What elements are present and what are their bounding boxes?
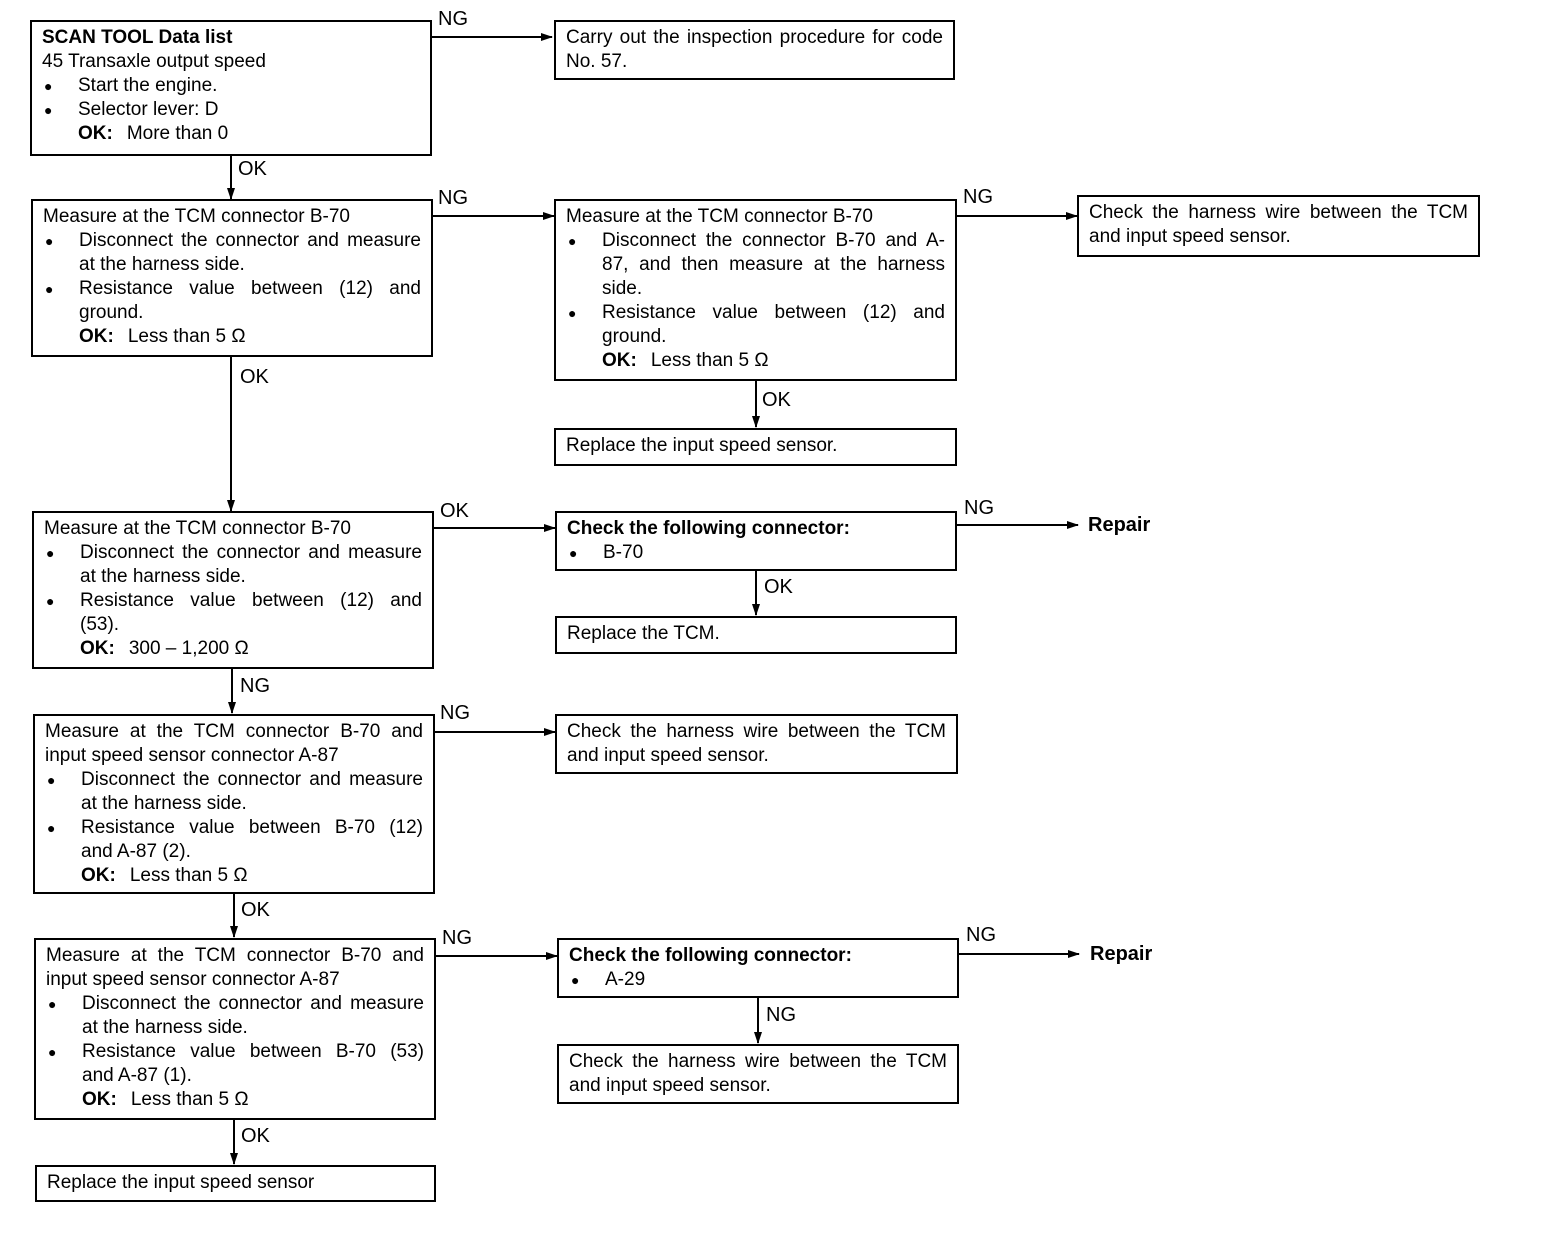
label-ok: OK xyxy=(440,500,469,522)
label-ok: OK xyxy=(241,899,270,921)
tcm-ground-step-box: Measure at the TCM connector B-70 Discon… xyxy=(31,199,433,357)
bullet-item: A-29 xyxy=(569,968,947,992)
ok-prefix: OK: xyxy=(78,123,113,144)
bullet-item: Disconnect the connector and measure at … xyxy=(43,229,421,277)
ok-value: Less than 5 Ω xyxy=(650,350,769,371)
tcm-sensor-ground-step-box: Measure at the TCM connector B-70 Discon… xyxy=(554,199,957,381)
step-title: SCAN TOOL Data list xyxy=(42,27,233,48)
step-line: 45 Transaxle output speed xyxy=(42,51,266,72)
ok-criterion: OK: More than 0 xyxy=(42,122,420,146)
ok-prefix: OK: xyxy=(80,638,115,659)
result-text: Replace the input speed sensor. xyxy=(566,435,838,456)
harness-check-box: Check the harness wire between the TCM a… xyxy=(1077,195,1480,257)
tcm-sensor-12-step-box: Measure at the TCM connector B-70 and in… xyxy=(33,714,435,894)
bullet-item: Disconnect the connector and measure at … xyxy=(46,992,424,1040)
connector-check-box: Check the following connector: A-29 xyxy=(557,938,959,998)
label-ok: OK xyxy=(241,1125,270,1147)
harness-check-box: Check the harness wire between the TCM a… xyxy=(555,714,958,774)
label-ng: NG xyxy=(442,927,472,949)
step-title: Measure at the TCM connector B-70 and in… xyxy=(46,945,424,990)
ok-value: Less than 5 Ω xyxy=(130,1089,249,1110)
bullet-item: Resistance value between B-70 (53) and A… xyxy=(46,1040,424,1088)
bullet-item: Start the engine. xyxy=(42,74,420,98)
step-title: Measure at the TCM connector B-70 and in… xyxy=(45,721,423,766)
ok-prefix: OK: xyxy=(81,865,116,886)
bullet-item: Resistance value between (12) and ground… xyxy=(43,277,421,325)
ok-value: 300 – 1,200 Ω xyxy=(128,638,249,659)
label-ok: OK xyxy=(762,389,791,411)
step-title: Check the following connector: xyxy=(567,518,850,539)
ok-criterion: OK: Less than 5 Ω xyxy=(43,325,421,349)
bullet-item: Selector lever: D xyxy=(42,98,420,122)
tcm-sensor-53-step-box: Measure at the TCM connector B-70 and in… xyxy=(34,938,436,1120)
label-ng: NG xyxy=(240,675,270,697)
replace-tcm-box: Replace the TCM. xyxy=(555,616,957,654)
replace-sensor-box: Replace the input speed sensor. xyxy=(554,428,957,466)
label-ng: NG xyxy=(766,1004,796,1026)
bullet-item: Disconnect the connector B-70 and A-87, … xyxy=(566,229,945,301)
repair-label: Repair xyxy=(1090,943,1153,965)
ok-criterion: OK: Less than 5 Ω xyxy=(45,864,423,888)
scan-tool-step-box: SCAN TOOL Data list 45 Transaxle output … xyxy=(30,20,432,156)
bullet-item: B-70 xyxy=(567,541,945,565)
ok-prefix: OK: xyxy=(602,350,637,371)
result-text: Check the harness wire between the TCM a… xyxy=(569,1051,947,1096)
connector-check-box: Check the following connector: B-70 xyxy=(555,511,957,571)
bullet-item: Resistance value between (12) and (53). xyxy=(44,589,422,637)
ok-criterion: OK: 300 – 1,200 Ω xyxy=(44,637,422,661)
label-ok: OK xyxy=(238,158,267,180)
result-text: Check the harness wire between the TCM a… xyxy=(1089,202,1468,247)
ok-value: Less than 5 Ω xyxy=(127,326,246,347)
tcm-resistance-step-box: Measure at the TCM connector B-70 Discon… xyxy=(32,511,434,669)
step-title: Measure at the TCM connector B-70 xyxy=(43,206,350,227)
harness-check-box: Check the harness wire between the TCM a… xyxy=(557,1044,959,1104)
result-text: Carry out the inspection procedure for c… xyxy=(566,27,943,72)
repair-label: Repair xyxy=(1088,514,1151,536)
ok-prefix: OK: xyxy=(82,1089,117,1110)
label-ng: NG xyxy=(438,187,468,209)
result-text: Check the harness wire between the TCM a… xyxy=(567,721,946,766)
label-ok: OK xyxy=(764,576,793,598)
bullet-item: Resistance value between (12) and ground… xyxy=(566,301,945,349)
bullet-item: Disconnect the connector and measure at … xyxy=(44,541,422,589)
step-title: Measure at the TCM connector B-70 xyxy=(44,518,351,539)
replace-sensor-box: Replace the input speed sensor xyxy=(35,1165,436,1202)
label-ng: NG xyxy=(438,8,468,30)
ok-value: More than 0 xyxy=(126,123,229,144)
result-text: Replace the TCM. xyxy=(567,623,720,644)
label-ng: NG xyxy=(966,924,996,946)
label-ng: NG xyxy=(963,186,993,208)
step-title: Measure at the TCM connector B-70 xyxy=(566,206,873,227)
result-text: Replace the input speed sensor xyxy=(47,1172,315,1193)
label-ng: NG xyxy=(964,497,994,519)
bullet-item: Resistance value between B-70 (12) and A… xyxy=(45,816,423,864)
result-box-code-57: Carry out the inspection procedure for c… xyxy=(554,20,955,80)
ok-value: Less than 5 Ω xyxy=(129,865,248,886)
label-ok: OK xyxy=(240,366,269,388)
bullet-item: Disconnect the connector and measure at … xyxy=(45,768,423,816)
ok-prefix: OK: xyxy=(79,326,114,347)
step-title: Check the following connector: xyxy=(569,945,852,966)
ok-criterion: OK: Less than 5 Ω xyxy=(46,1088,424,1112)
label-ng: NG xyxy=(440,702,470,724)
ok-criterion: OK: Less than 5 Ω xyxy=(566,349,945,373)
